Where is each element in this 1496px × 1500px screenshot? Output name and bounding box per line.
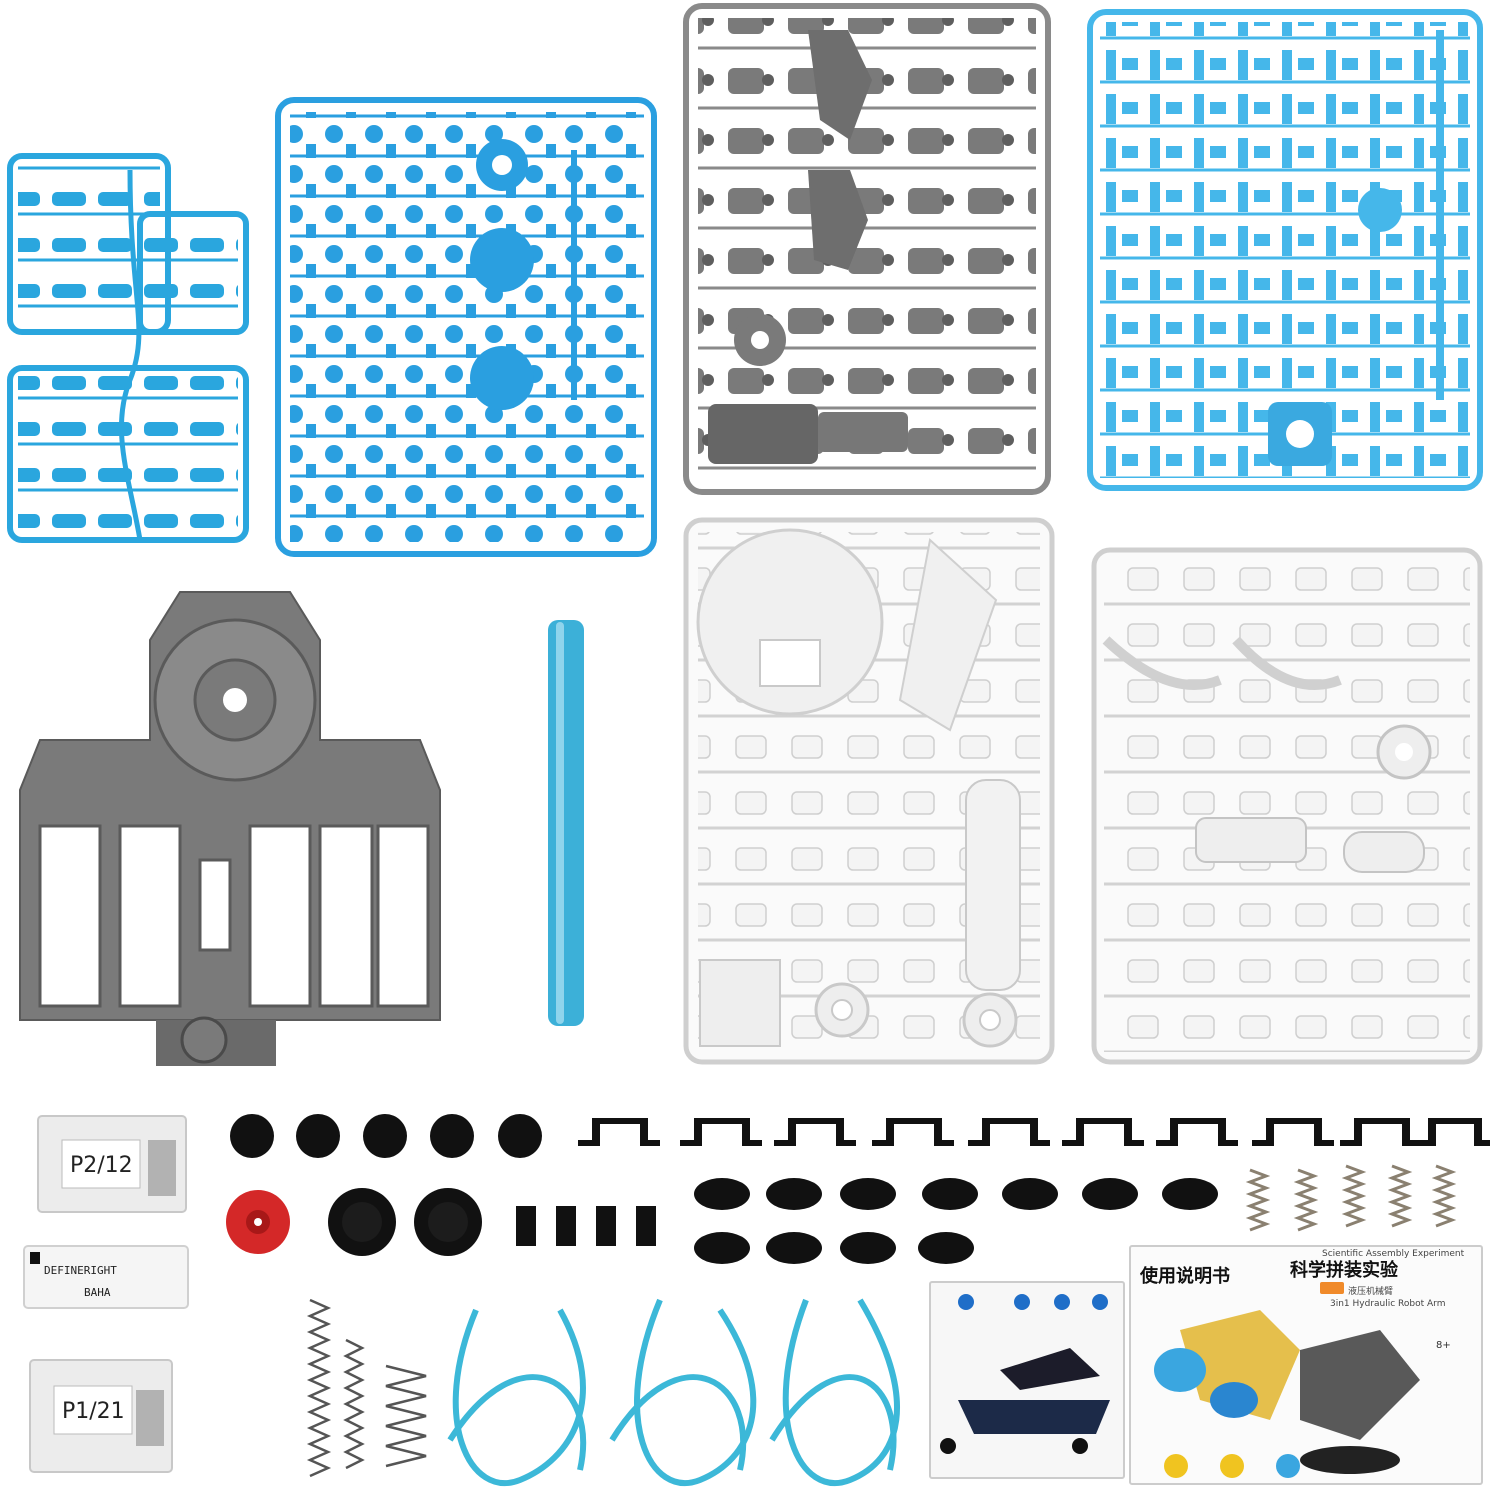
black-disc-row [230,1114,542,1158]
manual-subtitle-cn: 液压机械臂 [1348,1285,1393,1297]
black-clip-row [578,1118,1490,1146]
bag-label-p2: P2/12 [70,1153,133,1178]
gray-sprue [683,3,1051,495]
blue-sprue-large [275,97,657,557]
black-bellows-seals [694,1178,1218,1264]
light-blue-sprue [1087,9,1483,491]
white-sprue-right [1091,547,1483,1065]
grease-label: DEFINERIGHT [44,1264,117,1277]
small-springs [1245,1164,1457,1232]
manual-title-right: 科学拼装实验 [1290,1259,1399,1281]
screw-bag-p2: P2/12 [37,1115,187,1213]
grease-packet: DEFINERIGHT BAHA [23,1245,189,1309]
large-springs [306,1298,427,1478]
manual-age: 8+ [1436,1340,1451,1351]
white-sprue-left [683,517,1055,1065]
manual-subtitle-en: 3in1 Hydraulic Robot Arm [1330,1299,1445,1309]
bag-label-p1: P1/21 [62,1399,125,1424]
manual-subtitle-top: Scientific Assembly Experiment [1322,1249,1465,1259]
black-block-row [516,1206,656,1246]
rubber-disc-row [226,1188,482,1256]
grease-sublabel: BAHA [84,1286,111,1299]
instruction-manual: 使用说明书 Scientific Assembly Experiment 科学拼… [1129,1245,1483,1485]
gray-base-part [19,591,441,1066]
sticker-sheet [929,1281,1125,1479]
blue-acrylic-rod [548,620,584,1026]
blue-hydraulic-tubes [447,1298,900,1487]
blue-sprue-small [7,153,249,543]
screw-bag-p1: P1/21 [29,1359,173,1473]
manual-title-left: 使用说明书 [1139,1265,1230,1287]
